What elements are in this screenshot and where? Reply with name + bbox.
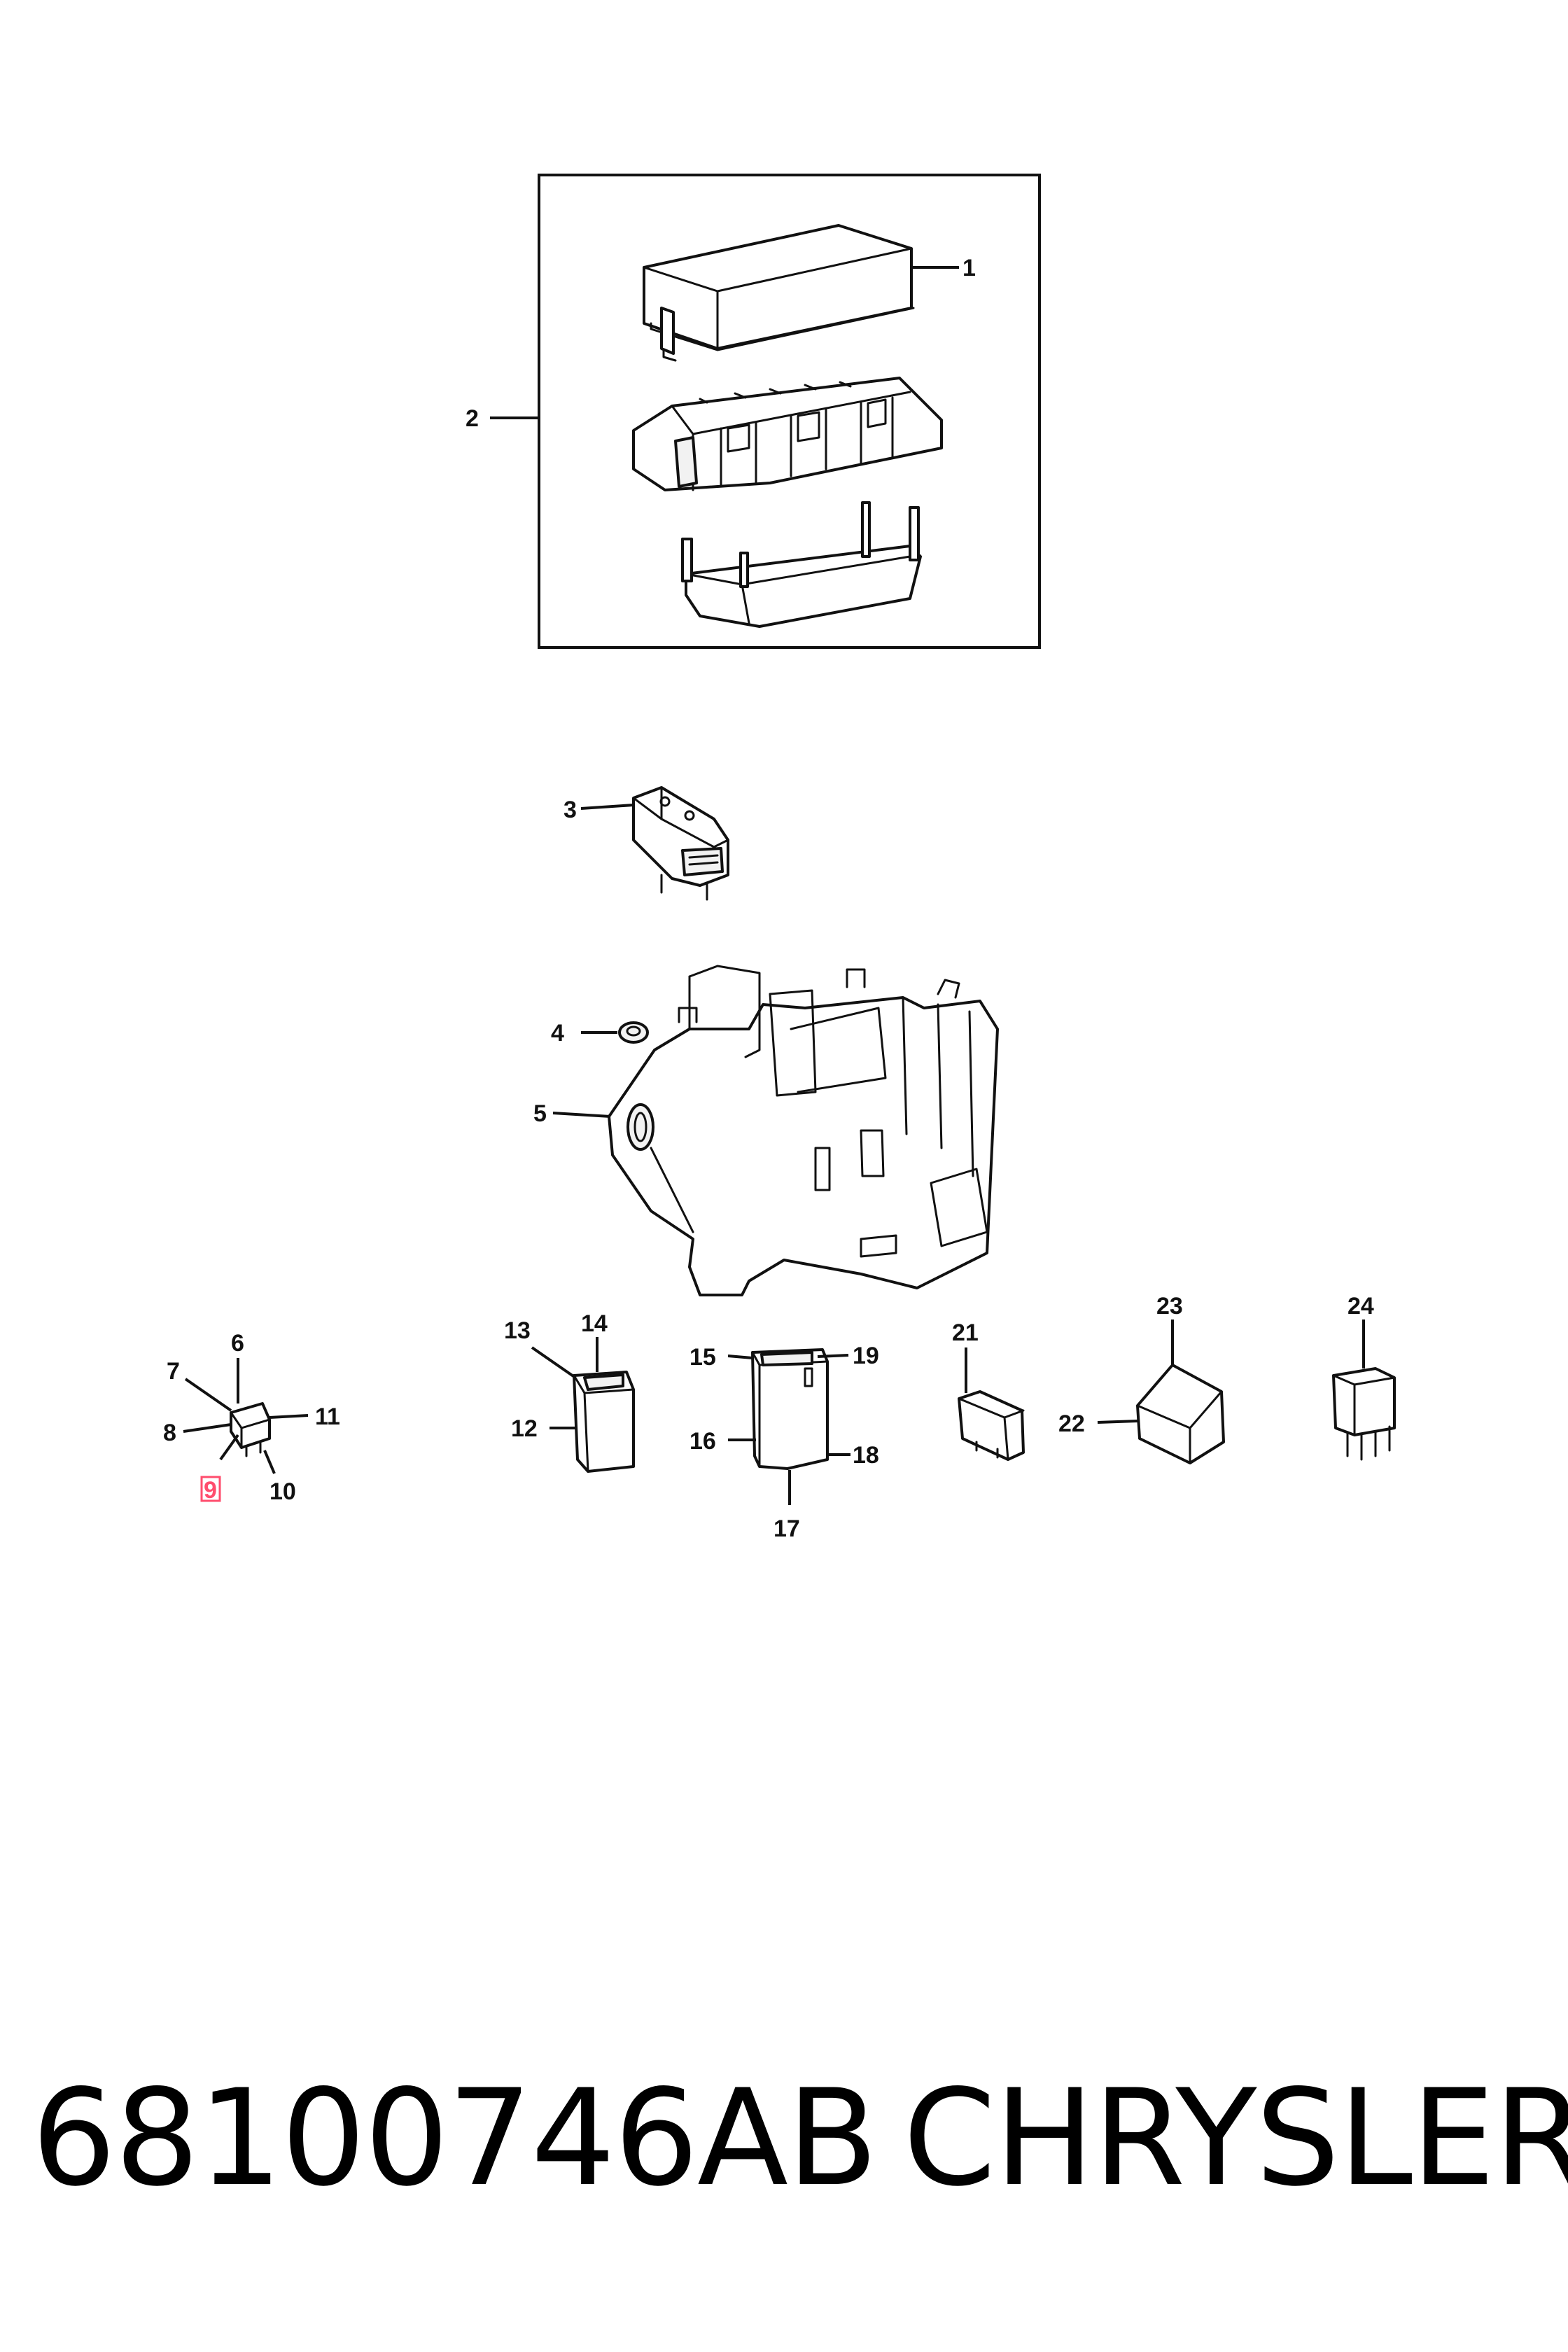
leader-lines bbox=[183, 266, 1365, 1505]
callout-7: 7 bbox=[167, 1358, 180, 1385]
mini-fuse bbox=[230, 1402, 271, 1457]
callout-23: 23 bbox=[1156, 1293, 1183, 1320]
callout-11: 11 bbox=[315, 1404, 340, 1430]
callout-1: 1 bbox=[962, 255, 976, 281]
fuse-box-cover bbox=[643, 224, 915, 362]
mounting-bracket bbox=[608, 965, 999, 1296]
fuse-block bbox=[632, 377, 943, 491]
callout-3: 3 bbox=[564, 797, 577, 823]
relay-bracket bbox=[632, 786, 729, 901]
micro-relay bbox=[1332, 1367, 1396, 1461]
assembly-frame bbox=[538, 174, 1041, 649]
callout-21: 21 bbox=[952, 1320, 979, 1346]
callout-4: 4 bbox=[551, 1020, 564, 1046]
callout-17: 17 bbox=[774, 1516, 800, 1542]
connector-21 bbox=[958, 1390, 1025, 1461]
callout-12: 12 bbox=[511, 1415, 538, 1442]
callout-14: 14 bbox=[581, 1310, 608, 1337]
callout-22: 22 bbox=[1058, 1410, 1085, 1437]
callout-13: 13 bbox=[504, 1317, 531, 1344]
callout-9: 9 bbox=[204, 1477, 217, 1504]
relay-22-23 bbox=[1136, 1364, 1225, 1464]
callout-24: 24 bbox=[1348, 1293, 1374, 1320]
fuse-box-tray bbox=[681, 501, 922, 628]
callout-9-highlight bbox=[200, 1476, 221, 1502]
callout-5: 5 bbox=[533, 1100, 547, 1127]
jcase-fuse bbox=[751, 1348, 829, 1470]
nut bbox=[618, 1021, 649, 1044]
callout-15: 15 bbox=[690, 1344, 716, 1371]
callout-8: 8 bbox=[163, 1420, 176, 1446]
part-number: 68100746AB bbox=[31, 2061, 878, 2216]
callout-10: 10 bbox=[270, 1478, 296, 1505]
brand-name: CHRYSLER bbox=[903, 2061, 1568, 2216]
callouts: 1 2 3 4 5 6 7 8 9 10 11 12 13 14 15 16 1… bbox=[163, 255, 1374, 1542]
callout-2: 2 bbox=[465, 405, 479, 432]
callout-16: 16 bbox=[690, 1428, 716, 1455]
callout-19: 19 bbox=[853, 1343, 879, 1369]
cartridge-fuse bbox=[573, 1371, 635, 1473]
callout-18: 18 bbox=[853, 1442, 879, 1469]
callout-6: 6 bbox=[231, 1330, 244, 1357]
